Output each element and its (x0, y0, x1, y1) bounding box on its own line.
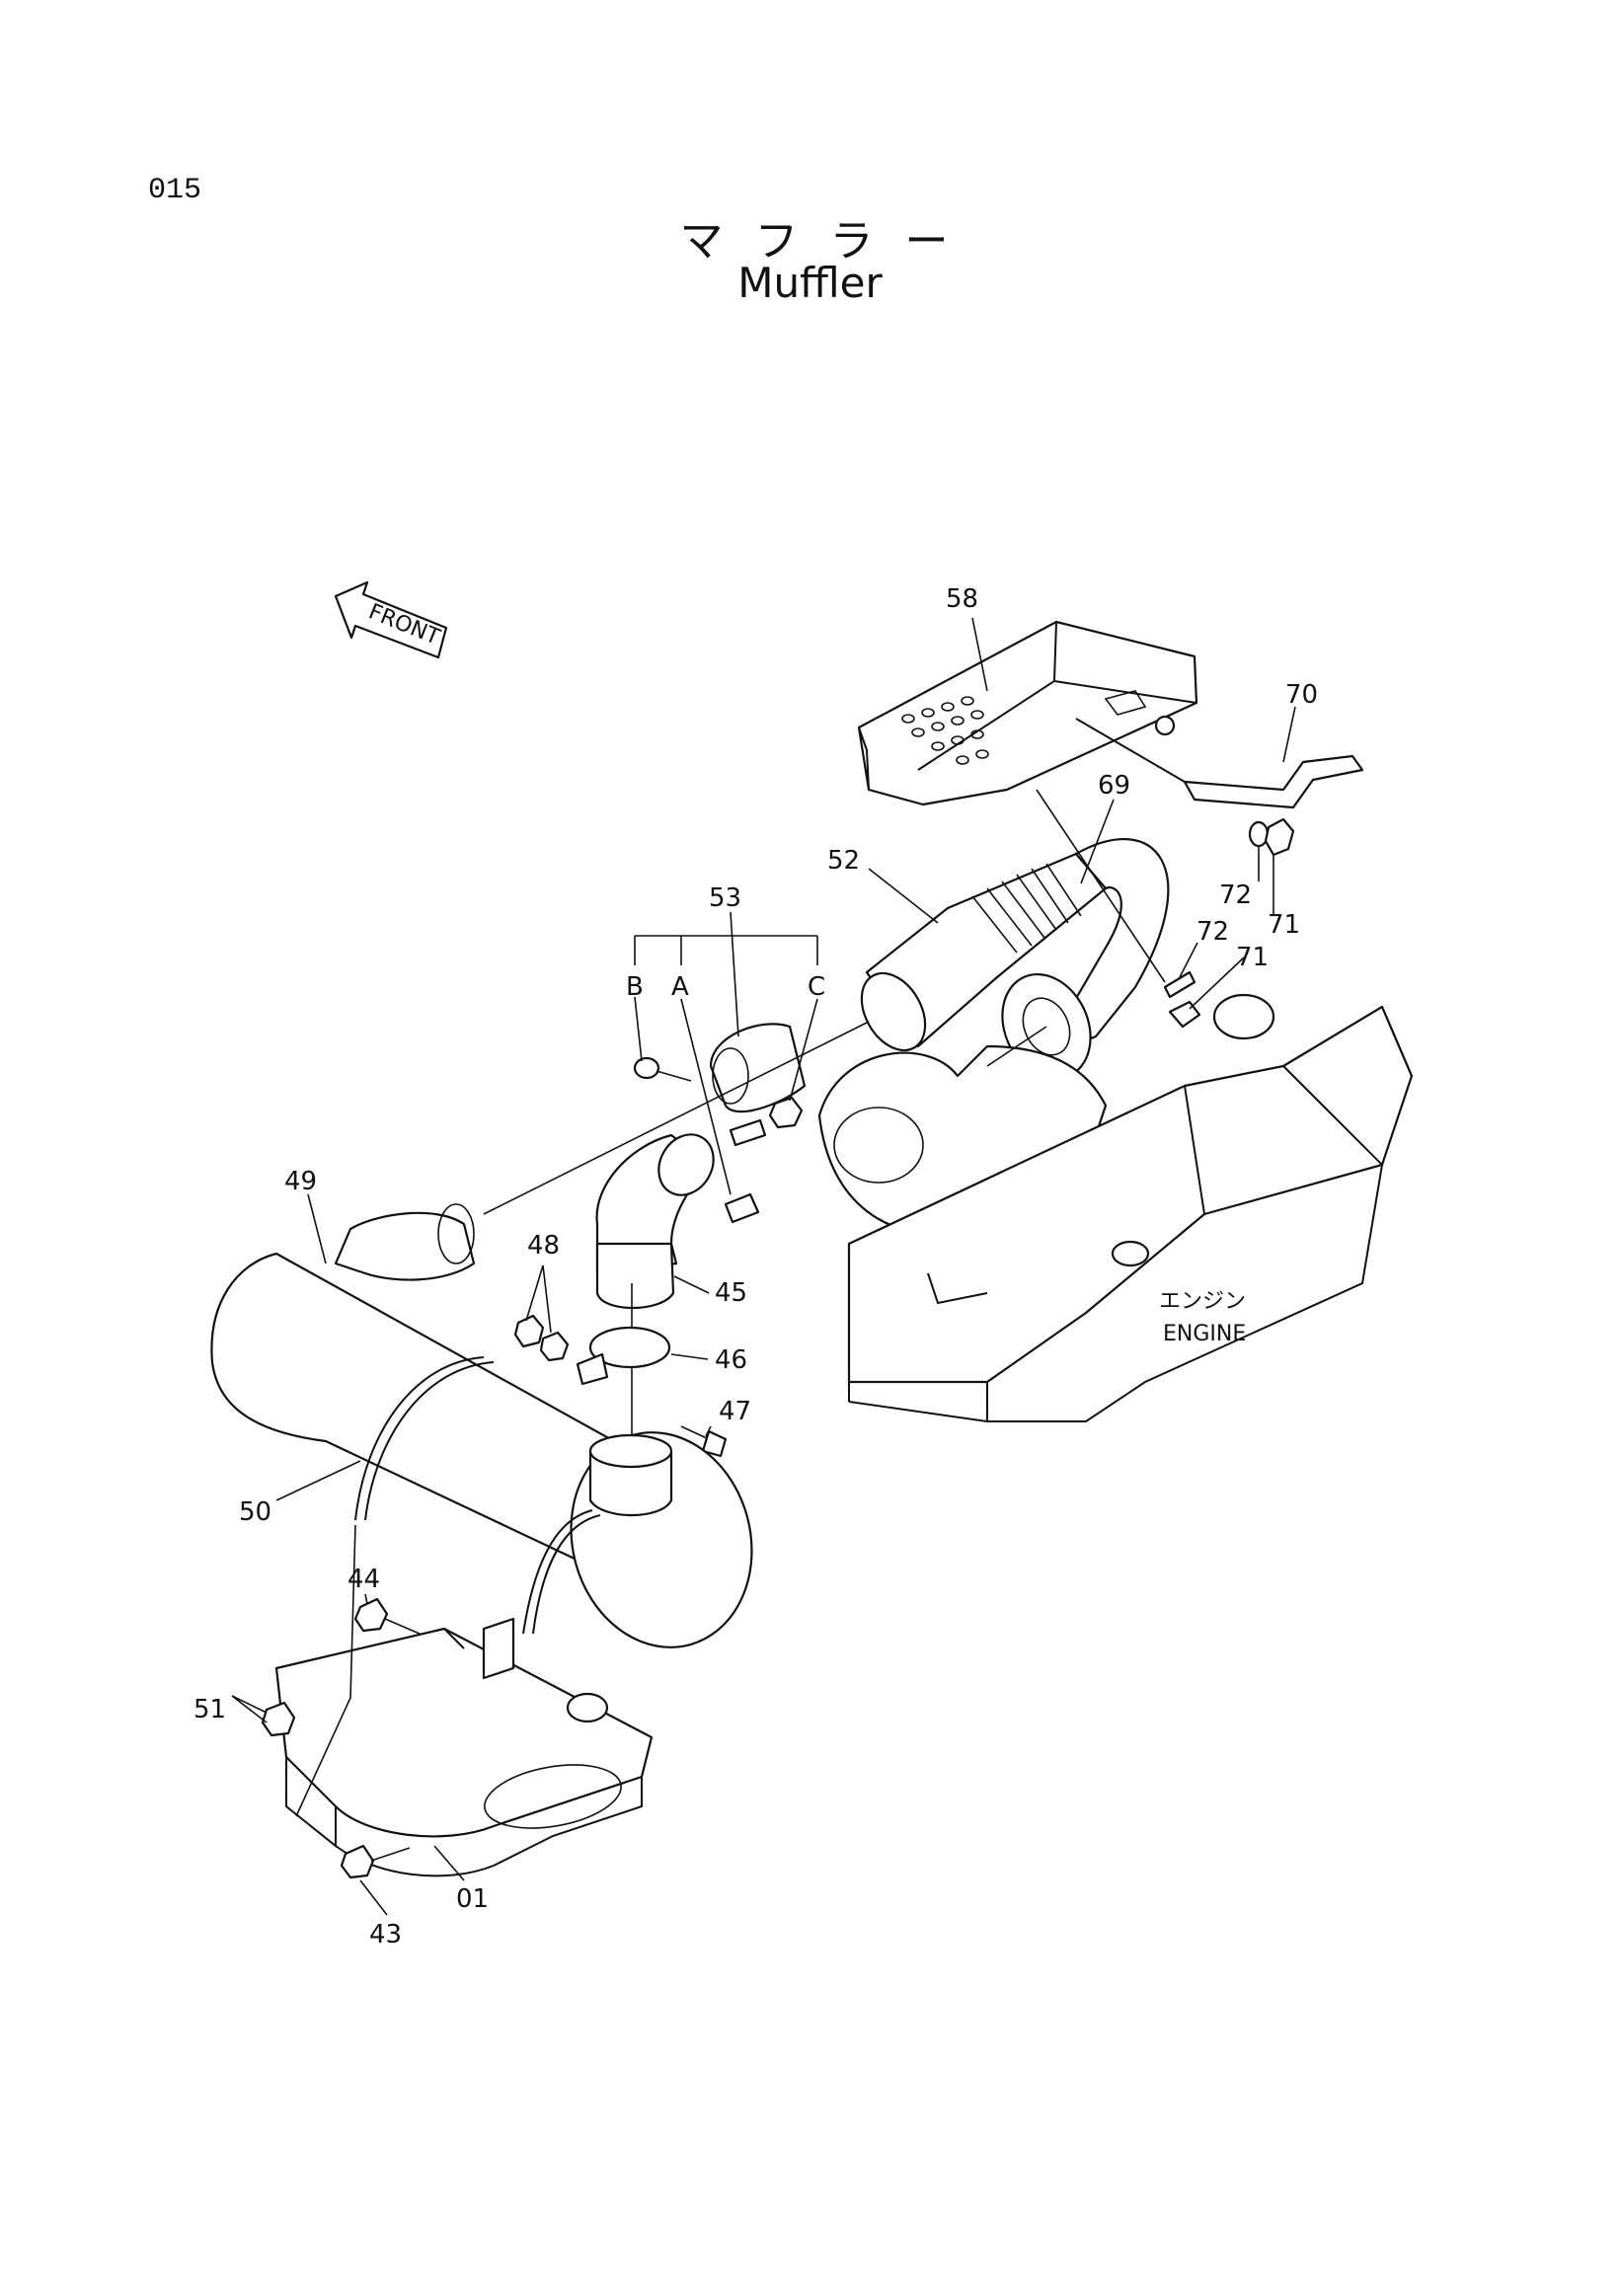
engine-label-japanese: エンジン (1159, 1289, 1246, 1314)
nut (513, 1314, 545, 1348)
muffler (210, 1203, 753, 1648)
clamp-ring (576, 1326, 671, 1386)
muffler-bracket (1075, 718, 1364, 809)
nut (261, 1701, 296, 1737)
callout-46: 46 (715, 1345, 747, 1375)
callout-69: 69 (1098, 771, 1130, 801)
page-title-japanese: マフラー (679, 216, 980, 267)
flexible-exhaust-pipe (860, 837, 1170, 1052)
callout-52: 52 (827, 846, 860, 876)
pipe-clamp (709, 1023, 807, 1147)
callout-72: 72 (1219, 880, 1252, 910)
callout-70: 70 (1285, 680, 1318, 710)
bolt (680, 1425, 728, 1458)
leader-lines (295, 789, 1166, 1817)
callout-48: 48 (527, 1231, 560, 1261)
pin (724, 1192, 760, 1224)
muffler-band (354, 1356, 601, 1635)
callout-43: 43 (369, 1920, 402, 1950)
callout-71: 71 (1236, 943, 1269, 972)
callout-C: C (808, 972, 825, 1002)
callout-72: 72 (1196, 917, 1229, 947)
washer (1248, 820, 1270, 848)
engine-label: ENGINE (1163, 1322, 1246, 1346)
elbow-pipe (595, 1133, 715, 1309)
nut (768, 1096, 804, 1129)
callout-B: B (626, 972, 644, 1002)
nut (539, 1331, 570, 1362)
page-title: Muffler (737, 259, 883, 307)
callout-44: 44 (347, 1565, 380, 1594)
callout-51: 51 (193, 1695, 226, 1724)
bolt (340, 1844, 411, 1879)
callout-45: 45 (715, 1278, 747, 1308)
front-arrow: FRONT (334, 580, 448, 659)
callout-50: 50 (239, 1497, 271, 1527)
washer (1163, 970, 1196, 999)
callout-A: A (671, 972, 689, 1002)
nut (1168, 1000, 1201, 1029)
bolt (633, 1056, 692, 1082)
bolt (353, 1597, 421, 1635)
muffler-support-bracket (274, 1617, 654, 1877)
callout-53: 53 (709, 883, 741, 913)
heat-shield-cover (857, 620, 1198, 806)
callout-58: 58 (946, 584, 978, 614)
engine: エンジン ENGINE (817, 993, 1414, 1422)
callout-leaders (231, 617, 1296, 1916)
callout-71: 71 (1268, 910, 1300, 940)
page-number: 015 (148, 174, 202, 207)
callout-47: 47 (719, 1397, 751, 1426)
nut (1264, 817, 1295, 857)
callout-01: 01 (456, 1884, 489, 1914)
callout-49: 49 (284, 1167, 317, 1196)
